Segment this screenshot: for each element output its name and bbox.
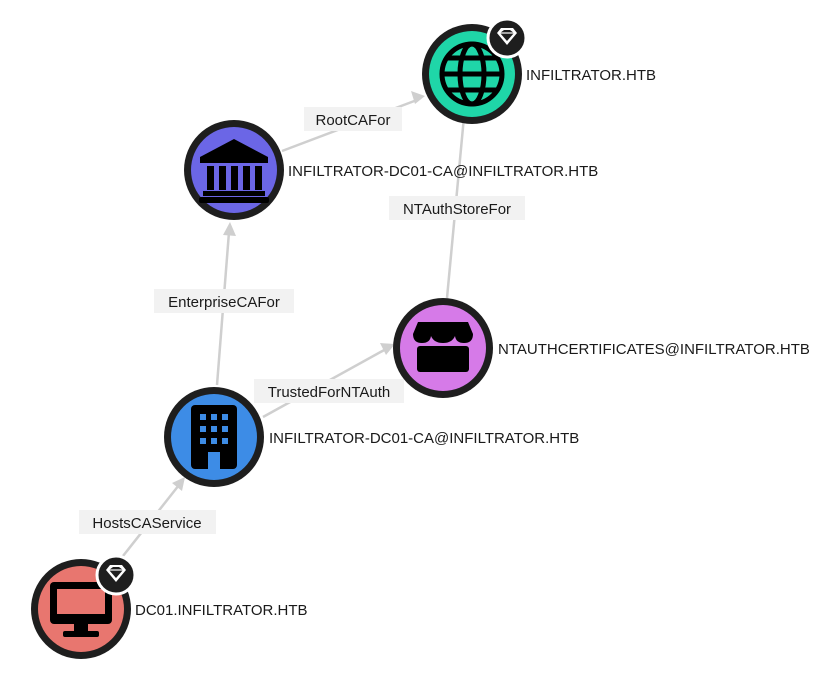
node-domain[interactable]: INFILTRATOR.HTB xyxy=(422,17,656,124)
edge-label-text: RootCAFor xyxy=(315,112,390,129)
globe-icon xyxy=(439,41,505,107)
edge-label-ntauth-store-for[interactable]: NTAuthStoreFor xyxy=(389,196,525,220)
edge-label-background xyxy=(79,510,216,534)
node-label: INFILTRATOR-DC01-CA@INFILTRATOR.HTB xyxy=(269,430,579,447)
node-ntauth-store[interactable]: NTAUTHCERTIFICATES@INFILTRATOR.HTB xyxy=(393,298,810,398)
edge-arrowhead xyxy=(380,343,395,355)
node-label: DC01.INFILTRATOR.HTB xyxy=(135,602,308,619)
edge-arrowhead xyxy=(223,222,236,236)
tier-zero-badge xyxy=(95,554,137,596)
node-label: INFILTRATOR.HTB xyxy=(526,67,656,84)
node-enterprise-ca[interactable]: INFILTRATOR-DC01-CA@INFILTRATOR.HTB xyxy=(164,387,579,487)
node-label: INFILTRATOR-DC01-CA@INFILTRATOR.HTB xyxy=(288,163,598,180)
edge-label-text: HostsCAService xyxy=(92,515,201,532)
edge-label-hosts-ca-service[interactable]: HostsCAService xyxy=(79,510,216,534)
landmark-icon xyxy=(199,139,269,203)
edge-label-background xyxy=(304,107,402,131)
desktop-icon xyxy=(50,582,112,637)
edge-label-text: NTAuthStoreFor xyxy=(403,201,511,218)
edge-label-background xyxy=(154,289,294,313)
edge-label-enterprise-ca-for[interactable]: EnterpriseCAFor xyxy=(154,289,294,313)
node-root-ca[interactable]: INFILTRATOR-DC01-CA@INFILTRATOR.HTB xyxy=(184,120,598,220)
edge-label-trusted-for-ntauth[interactable]: TrustedForNTAuth xyxy=(254,379,404,403)
edge-label-text: TrustedForNTAuth xyxy=(268,384,391,401)
tier-zero-badge xyxy=(486,17,528,59)
edge-label-background xyxy=(254,379,404,403)
store-icon xyxy=(413,322,473,372)
edge-label-text: EnterpriseCAFor xyxy=(168,294,280,311)
gem-icon xyxy=(497,28,517,45)
gem-icon xyxy=(106,565,126,582)
edge-label-root-ca-for[interactable]: RootCAFor xyxy=(304,107,402,131)
building-icon xyxy=(191,405,237,469)
edge-arrowhead xyxy=(172,477,185,491)
edge-arrowhead xyxy=(411,91,425,104)
edge-label-background xyxy=(389,196,525,220)
node-computer[interactable]: DC01.INFILTRATOR.HTB xyxy=(31,554,308,659)
node-label: NTAUTHCERTIFICATES@INFILTRATOR.HTB xyxy=(498,341,810,358)
